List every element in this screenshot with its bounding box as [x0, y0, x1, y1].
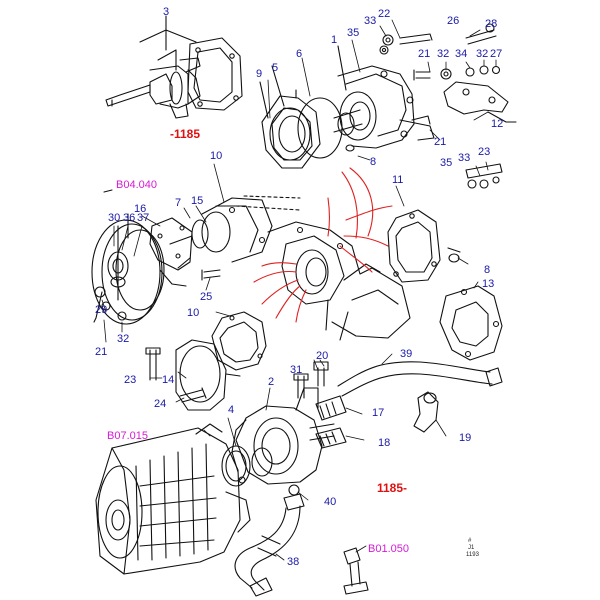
- part-number-36: 36: [123, 212, 136, 224]
- lower-hose-assembly: [234, 484, 369, 597]
- part-number-15: 15: [191, 195, 204, 207]
- part-number-23b: 23: [124, 374, 137, 386]
- part-number-16: 16: [134, 203, 147, 215]
- part-number-32b: 32: [476, 48, 489, 60]
- pump-body-lower: [231, 361, 503, 485]
- part-number-35a: 35: [347, 27, 360, 39]
- stamp-line-1: #: [468, 538, 472, 544]
- part-number-18: 18: [378, 437, 391, 449]
- part-number-35b: 35: [440, 157, 453, 169]
- part-number-5: 5: [272, 62, 279, 74]
- part-number-12: 12: [491, 118, 504, 130]
- part-number-4: 4: [228, 404, 235, 416]
- part-number-1: 1: [331, 34, 338, 46]
- part-number-39: 39: [400, 348, 413, 360]
- part-number-23a: 23: [478, 146, 491, 158]
- part-number-32c: 32: [117, 333, 130, 345]
- engine-block-center: [235, 195, 411, 341]
- part-number-7: 7: [175, 197, 182, 209]
- impeller-shaft-part: [105, 15, 243, 119]
- part-number-2: 2: [268, 376, 275, 388]
- serial-range-before: -1185: [170, 127, 201, 141]
- part-number-37: 37: [137, 212, 150, 224]
- part-number-25: 25: [200, 291, 213, 303]
- part-number-17: 17: [372, 407, 385, 419]
- part-number-14: 14: [162, 374, 175, 386]
- stamp-line-2: J1: [468, 545, 475, 551]
- part-number-33b: 33: [458, 152, 471, 164]
- part-number-29: 29: [95, 304, 108, 316]
- part-number-3: 3: [163, 6, 170, 18]
- gasket-and-plate-right: [387, 209, 503, 361]
- part-number-13: 13: [482, 278, 495, 290]
- part-number-34: 34: [455, 48, 468, 60]
- reference-B04-040[interactable]: B04.040: [116, 179, 157, 191]
- highlight-arcs: [253, 167, 393, 323]
- pump-body-upper: [259, 45, 435, 169]
- part-number-21a: 21: [418, 48, 431, 60]
- part-number-22: 22: [378, 8, 391, 20]
- part-number-19: 19: [459, 432, 472, 444]
- reference-B01-050[interactable]: B01.050: [368, 543, 409, 555]
- part-number-40: 40: [324, 496, 337, 508]
- part-number-20: 20: [316, 350, 329, 362]
- part-number-8a: 8: [370, 156, 377, 168]
- part-number-27: 27: [490, 48, 503, 60]
- part-number-21c: 21: [95, 346, 108, 358]
- part-number-33a: 33: [364, 15, 377, 27]
- part-number-6: 6: [296, 48, 303, 60]
- part-number-26: 26: [447, 15, 460, 27]
- part-number-10a: 10: [210, 150, 223, 162]
- part-number-9: 9: [256, 68, 263, 80]
- reference-B07-015[interactable]: B07.015: [107, 430, 148, 442]
- cover-and-gasket-lower: [145, 311, 267, 411]
- part-number-32a: 32: [437, 48, 450, 60]
- alternator-assembly: [95, 423, 251, 575]
- part-number-11: 11: [392, 174, 404, 186]
- pulley-assembly: [91, 189, 273, 325]
- part-number-21b: 21: [434, 136, 447, 148]
- serial-range-after: 1185-: [377, 481, 408, 495]
- part-number-24: 24: [154, 398, 167, 410]
- stamp-line-3: 1193: [466, 552, 479, 558]
- part-number-30: 30: [108, 212, 121, 224]
- leader-lines: [101, 19, 497, 561]
- part-number-28: 28: [485, 18, 498, 30]
- part-number-8b: 8: [484, 264, 491, 276]
- part-number-38: 38: [287, 556, 300, 568]
- part-number-10b: 10: [187, 307, 200, 319]
- part-number-31: 31: [290, 364, 303, 376]
